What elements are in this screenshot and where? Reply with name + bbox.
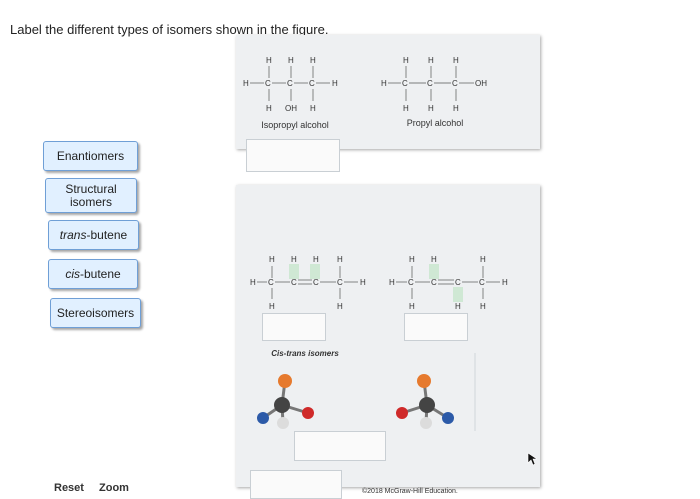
atom-c: C	[402, 79, 408, 88]
propyl-alcohol-caption: Propyl alcohol	[406, 118, 464, 128]
atom-h: H	[403, 56, 409, 65]
atom-c: C	[479, 278, 485, 287]
cis-trans-caption: Cis-trans isomers	[271, 349, 339, 358]
atom-h: H	[250, 278, 256, 287]
atom-h: H	[389, 278, 395, 287]
atom-h: H	[310, 104, 316, 113]
label-trans-italic: trans	[59, 227, 87, 242]
atom-h: H	[431, 255, 437, 264]
isopropyl-alcohol-caption: Isopropyl alcohol	[261, 120, 329, 130]
atom-c: C	[455, 278, 461, 287]
atom-c: C	[287, 79, 293, 88]
atom-h: H	[313, 255, 319, 264]
atom-h: H	[266, 104, 272, 113]
zoom-button[interactable]: Zoom	[99, 482, 129, 494]
label-enantiomers-text: Enantiomers	[56, 148, 125, 163]
atom-oh: OH	[475, 79, 487, 88]
reset-button[interactable]: Reset	[54, 482, 84, 494]
atom-h: H	[480, 302, 486, 311]
atom-h: H	[381, 79, 387, 88]
label-stereoisomers[interactable]: Stereoisomers	[50, 298, 141, 328]
atom-oh: OH	[285, 104, 297, 113]
label-enantiomers[interactable]: Enantiomers	[43, 141, 138, 171]
atom-h: H	[403, 104, 409, 113]
atom-h: H	[269, 255, 275, 264]
atom-c: C	[265, 79, 271, 88]
label-structural-line1: Structural	[65, 181, 117, 196]
atom-c: C	[313, 278, 319, 287]
atom-c: C	[268, 278, 274, 287]
label-trans-rest: -butene	[86, 227, 128, 242]
atom-c: C	[452, 79, 458, 88]
atom-h: H	[243, 79, 249, 88]
drop-target-enantiomers[interactable]	[294, 431, 386, 461]
atom-h: H	[310, 56, 316, 65]
atom-h: H	[288, 56, 294, 65]
label-cis-italic: cis	[65, 266, 80, 281]
atom-c: C	[309, 79, 315, 88]
atom-h: H	[428, 104, 434, 113]
atom-h: H	[360, 278, 366, 287]
drop-target-stereoisomers[interactable]	[250, 470, 342, 499]
atom-h: H	[480, 255, 486, 264]
label-structural-line2: isomers	[69, 194, 112, 209]
atom-h: H	[269, 302, 275, 311]
atom-h: H	[291, 255, 297, 264]
propyl-alcohol-structure: H H H H C C C OH H H H	[381, 56, 487, 113]
label-stereoisomers-text: Stereoisomers	[56, 305, 135, 320]
atom-h: H	[502, 278, 508, 287]
drop-target-cis[interactable]	[262, 313, 326, 341]
atom-h: H	[409, 302, 415, 311]
label-cis-rest: -butene	[79, 266, 121, 281]
atom-c: C	[427, 79, 433, 88]
isopropyl-alcohol-structure: H H H H C C C H H OH H	[243, 56, 338, 113]
atom-c: C	[291, 278, 297, 287]
label-cis-butene[interactable]: cis-butene	[48, 259, 138, 289]
atom-h: H	[266, 56, 272, 65]
enantiomer-model-left	[257, 374, 314, 429]
atom-h: H	[337, 302, 343, 311]
atom-h: H	[337, 255, 343, 264]
question-text: Label the different types of isomers sho…	[10, 22, 329, 37]
copyright-text: ©2018 McGraw-Hill Education.	[362, 488, 458, 495]
atom-h: H	[332, 79, 338, 88]
atom-h: H	[453, 56, 459, 65]
atom-h: H	[428, 56, 434, 65]
atom-h: H	[453, 104, 459, 113]
mouse-cursor-icon	[527, 452, 537, 466]
label-structural-isomers[interactable]: Structural isomers	[45, 178, 137, 213]
cis-trans-structures: H H H H H C C C C H H H H H H H C C C C	[250, 255, 508, 429]
drop-target-trans[interactable]	[404, 313, 468, 341]
atom-h: H	[409, 255, 415, 264]
enantiomer-model-right	[396, 374, 454, 429]
drop-target-structural[interactable]	[246, 139, 340, 172]
label-trans-butene[interactable]: trans-butene	[48, 220, 139, 250]
atom-h: H	[455, 302, 461, 311]
atom-c: C	[431, 278, 437, 287]
panel-divider	[474, 353, 476, 431]
atom-c: C	[408, 278, 414, 287]
atom-c: C	[337, 278, 343, 287]
structural-isomers-panel	[236, 35, 540, 149]
